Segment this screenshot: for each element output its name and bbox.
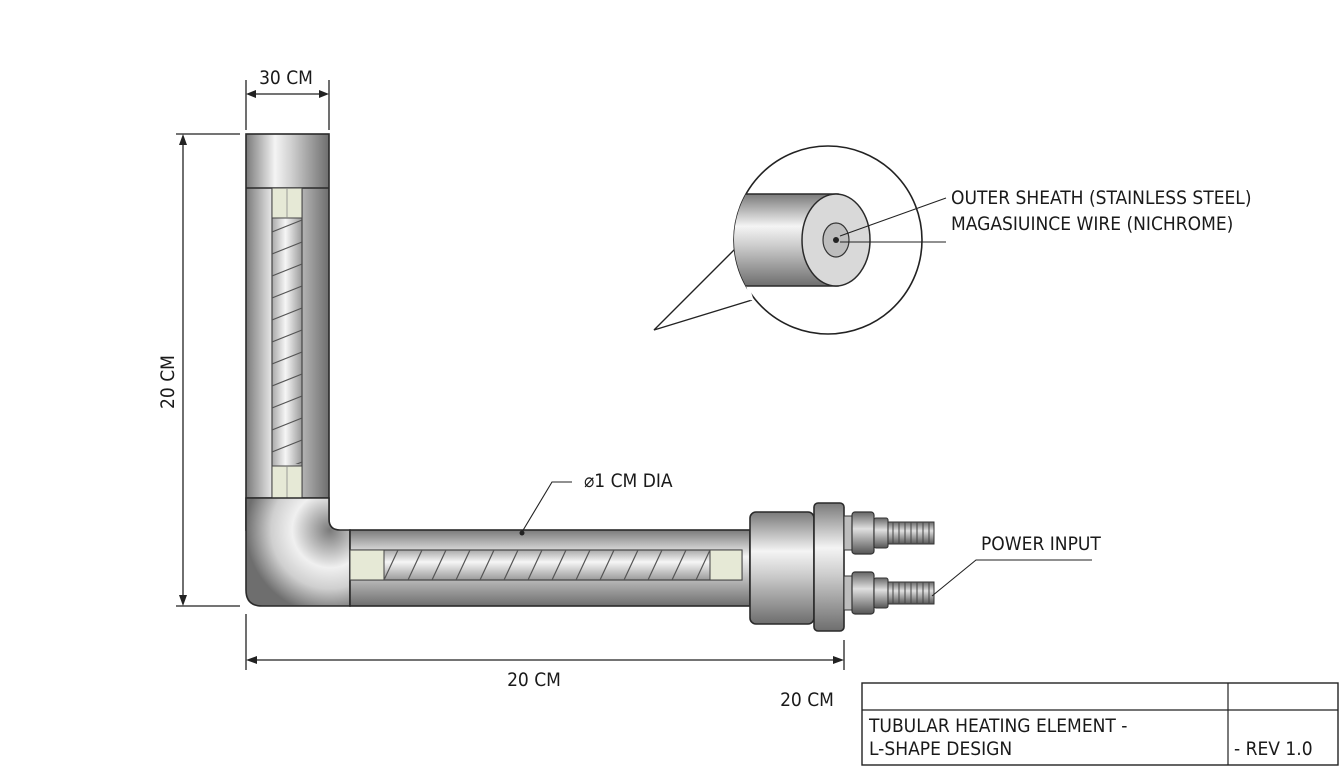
terminal-flange bbox=[813, 502, 845, 632]
heating-element bbox=[245, 133, 935, 632]
horizontal-coil bbox=[384, 550, 710, 580]
dimension-vertical-height: 20 CM bbox=[157, 133, 240, 607]
horizontal-coil-window bbox=[349, 549, 743, 581]
terminal-lower bbox=[843, 571, 935, 615]
diameter-callout: ⌀1 CM DIA bbox=[519, 470, 673, 536]
vertical-coil-window bbox=[271, 187, 303, 499]
dimension-top-width: 30 CM bbox=[245, 67, 330, 130]
dim-horizontal-label: 20 CM bbox=[507, 669, 561, 691]
title-line-2: L-SHAPE DESIGN bbox=[869, 738, 1012, 760]
terminal-upper bbox=[843, 511, 935, 555]
cross-section-detail: OUTER SHEATH (STAINLESS STEEL) MAGASIUIN… bbox=[653, 145, 1251, 335]
inner-wire-label: MAGASIUINCE WIRE (NICHROME) bbox=[951, 213, 1233, 235]
title-line-1: TUBULAR HEATING ELEMENT - bbox=[868, 715, 1127, 737]
power-input-callout: POWER INPUT bbox=[931, 533, 1101, 597]
dimension-horizontal-length: 20 CM bbox=[245, 614, 845, 691]
diameter-label: ⌀1 CM DIA bbox=[584, 470, 673, 492]
power-input-label: POWER INPUT bbox=[981, 533, 1101, 555]
vertical-coil bbox=[272, 219, 302, 464]
dim-top-width-label: 30 CM bbox=[259, 67, 313, 89]
elbow-bend bbox=[245, 497, 351, 607]
revision-label: - REV 1.0 bbox=[1234, 738, 1313, 760]
dim-vertical-label: 20 CM bbox=[157, 355, 179, 409]
terminal-housing bbox=[749, 511, 815, 625]
outer-sheath-label: OUTER SHEATH (STAINLESS STEEL) bbox=[951, 187, 1251, 209]
title-block: TUBULAR HEATING ELEMENT - L-SHAPE DESIGN… bbox=[861, 682, 1339, 766]
dim-extra-label: 20 CM bbox=[780, 689, 834, 711]
